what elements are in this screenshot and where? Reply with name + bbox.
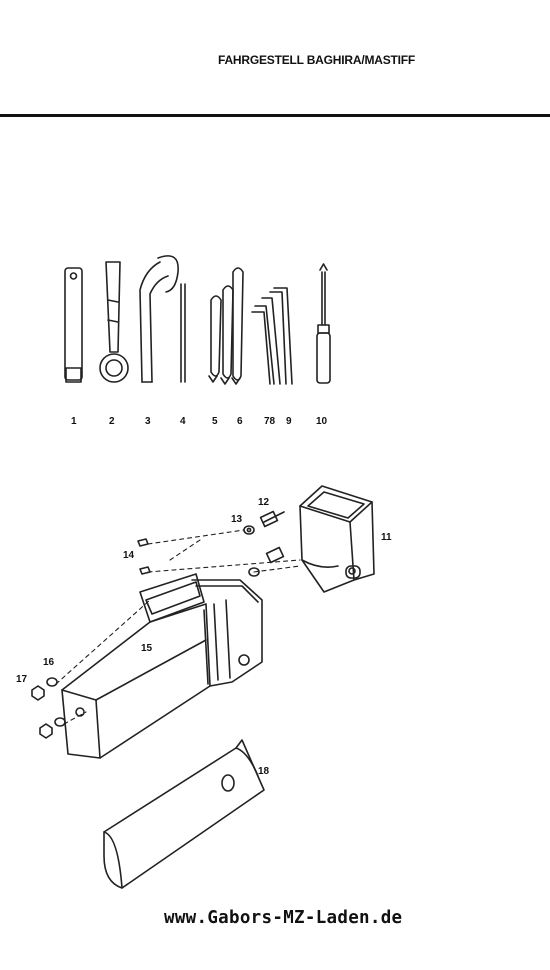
part-battery-box: [61, 573, 263, 759]
tool-box-spanner: [64, 267, 83, 383]
tool-number-78: 78: [264, 416, 276, 427]
tool-number-10: 10: [316, 416, 328, 427]
tool-open-wrenches: [208, 267, 244, 385]
part-label-15: 15: [141, 643, 153, 654]
part-label-17: 17: [16, 674, 28, 685]
tool-number-6: 6: [237, 416, 243, 427]
tool-ring-spanner: [99, 261, 129, 383]
header-divider: [0, 114, 550, 117]
part-label-13: 13: [231, 514, 243, 525]
page-title: FAHRGESTELL BAGHIRA/MASTIFF: [218, 53, 416, 67]
tool-hook-wrench: [139, 255, 179, 383]
part-nuts: [31, 677, 66, 739]
part-label-16: 16: [43, 657, 55, 668]
part-label-12: 12: [258, 497, 270, 508]
tool-number-1: 1: [71, 416, 77, 427]
tool-number-9: 9: [286, 416, 292, 427]
tool-rod: [180, 283, 186, 383]
tool-number-5: 5: [212, 416, 218, 427]
part-frame-tube: [103, 739, 265, 889]
assembly-guide-lines: [55, 529, 301, 725]
part-label-11: 11: [381, 532, 392, 543]
tool-number-4: 4: [180, 416, 186, 427]
part-label-18: 18: [258, 766, 270, 777]
tool-number-2: 2: [109, 416, 115, 427]
tool-screwdriver: [316, 263, 331, 384]
part-bolts-washers: [243, 510, 285, 577]
tool-number-3: 3: [145, 416, 151, 427]
part-rubber-boot: [299, 485, 375, 593]
tool-allen-keys: [251, 287, 293, 385]
footer-website: www.Gabors-MZ-Laden.de: [164, 908, 403, 928]
part-label-14: 14: [123, 550, 135, 561]
